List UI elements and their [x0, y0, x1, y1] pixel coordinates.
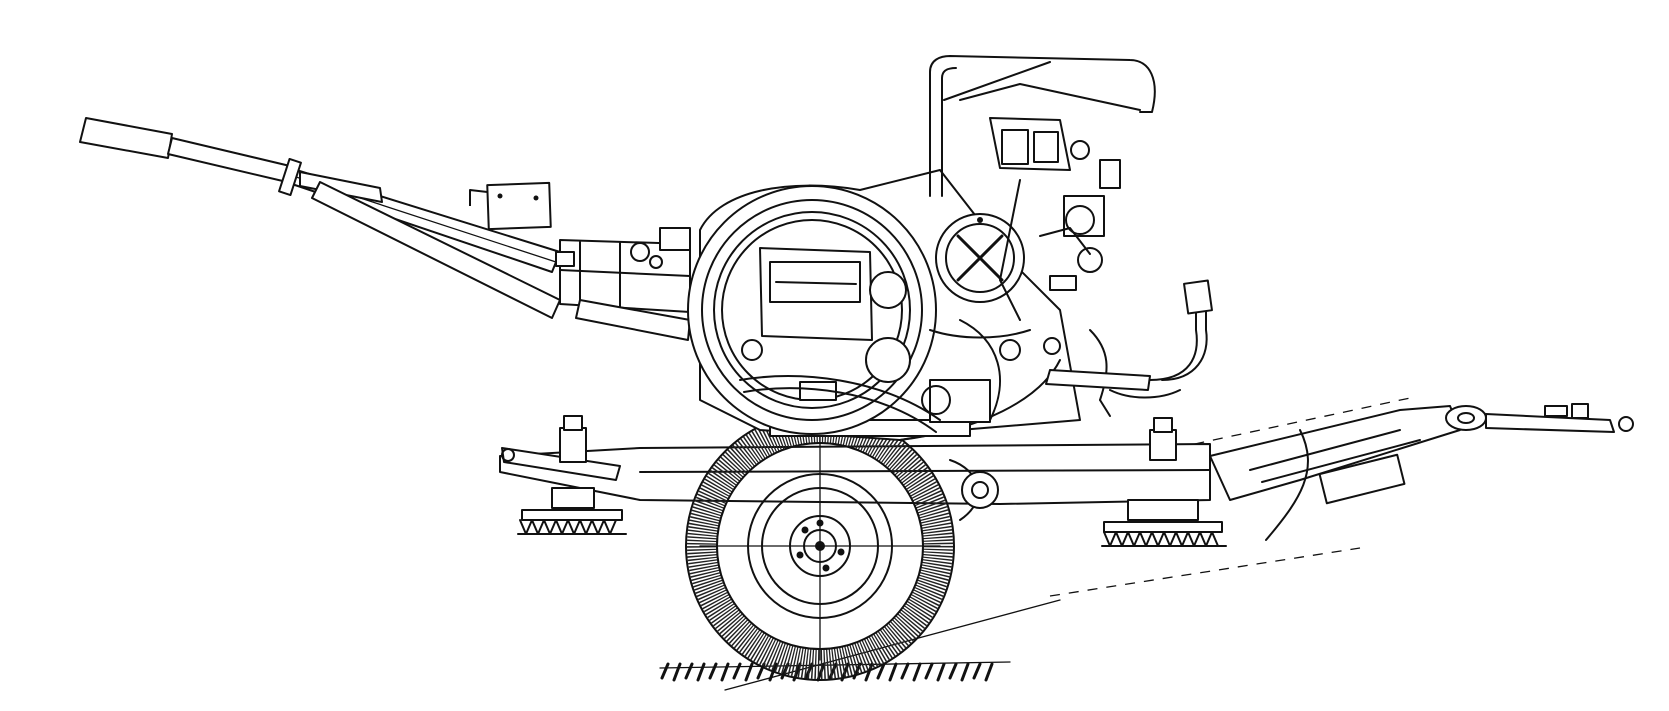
gun-barrel [80, 118, 690, 340]
rear-outrigger [1102, 418, 1226, 546]
traverse-ring [688, 186, 940, 434]
front-outrigger [502, 416, 626, 534]
operator-seat [1046, 280, 1212, 416]
tow-bar [1210, 404, 1633, 540]
carriage-base [500, 416, 1226, 546]
sight-canopy [930, 56, 1155, 354]
sight-housing [936, 214, 1024, 302]
